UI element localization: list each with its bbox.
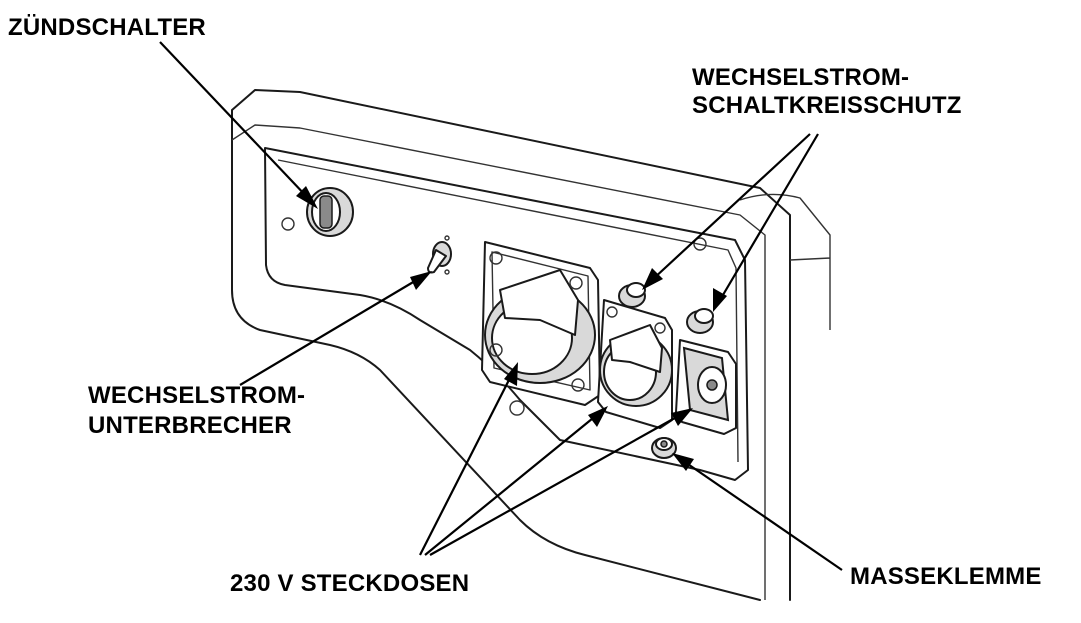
label-ac-breaker-line2: UNTERBRECHER [88,412,292,439]
circuit-protector-button-1 [618,282,646,308]
label-ac-breaker-line1: WECHSELSTROM- [88,382,306,409]
leader-ignition-switch [159,41,318,209]
label-ac-circuit-protector-line1: WECHSELSTROM- [692,64,910,91]
leader-outlet-medium [424,406,608,556]
leader-circuit-protector-2 [713,133,819,312]
label-ignition-switch: ZÜNDSCHALTER [8,14,206,41]
circuit-protector-button-2 [686,308,714,334]
mounting-hole [693,237,707,251]
label-ac-circuit-protector-line2: SCHALTKREISSCHUTZ [692,92,962,119]
ignition-switch-knob [306,187,354,237]
mounting-hole [509,400,525,416]
outlet-small [675,339,737,435]
leader-outlet-small [429,408,693,556]
leader-circuit-protector-1 [642,133,811,290]
housing-outline [231,89,791,601]
housing-right-side [739,193,831,330]
mounting-hole [281,217,295,231]
outlet-large [481,241,601,406]
housing-inner-edge [231,124,766,600]
label-230v-outlets: 230 V STECKDOSEN [230,570,470,597]
ac-breaker-toggle [427,235,452,275]
label-ground-terminal: MASSEKLEMME [850,563,1042,590]
leader-outlet-large [419,362,518,556]
leader-ac-breaker [239,271,432,386]
leader-ground-terminal [672,453,843,571]
outlet-medium [597,299,673,429]
ground-terminal [651,437,677,459]
